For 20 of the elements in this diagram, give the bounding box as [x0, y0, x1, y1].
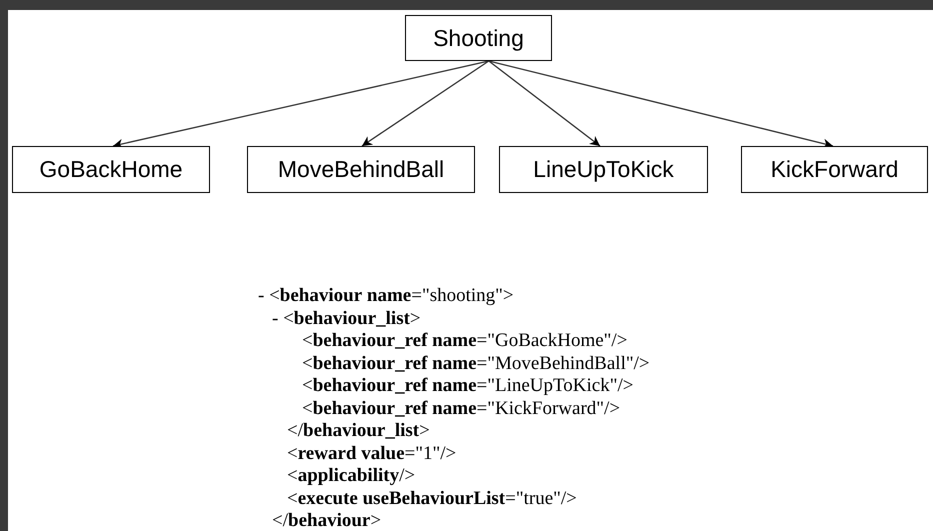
xml-code-line: - <behaviour_list> [272, 308, 421, 330]
xml-code-line: </behaviour_list> [287, 420, 430, 442]
xml-code-line: <applicability/> [287, 465, 416, 487]
root-behaviour-box: Shooting [405, 15, 552, 61]
xml-code-line: <reward value="1"/> [287, 442, 456, 464]
xml-code-line: <execute useBehaviourList="true"/> [287, 488, 577, 510]
arrow [488, 60, 600, 147]
child-behaviour-box: MoveBehindBall [247, 146, 475, 193]
arrow [362, 60, 490, 147]
arrow [488, 60, 834, 148]
arrow [112, 60, 489, 149]
child-behaviour-box: KickForward [741, 146, 928, 193]
xml-code-line: <behaviour_ref name="KickForward"/> [302, 398, 620, 420]
xml-code-line: <behaviour_ref name="GoBackHome"/> [302, 330, 628, 352]
xml-code-line: - <behaviour name="shooting"> [258, 285, 514, 307]
xml-code-line: <behaviour_ref name="LineUpToKick"/> [302, 375, 634, 397]
child-behaviour-box: LineUpToKick [499, 146, 708, 193]
xml-code-line: </behaviour> [272, 510, 382, 531]
xml-code-line: <behaviour_ref name="MoveBehindBall"/> [302, 352, 650, 374]
child-behaviour-box: GoBackHome [12, 146, 210, 193]
